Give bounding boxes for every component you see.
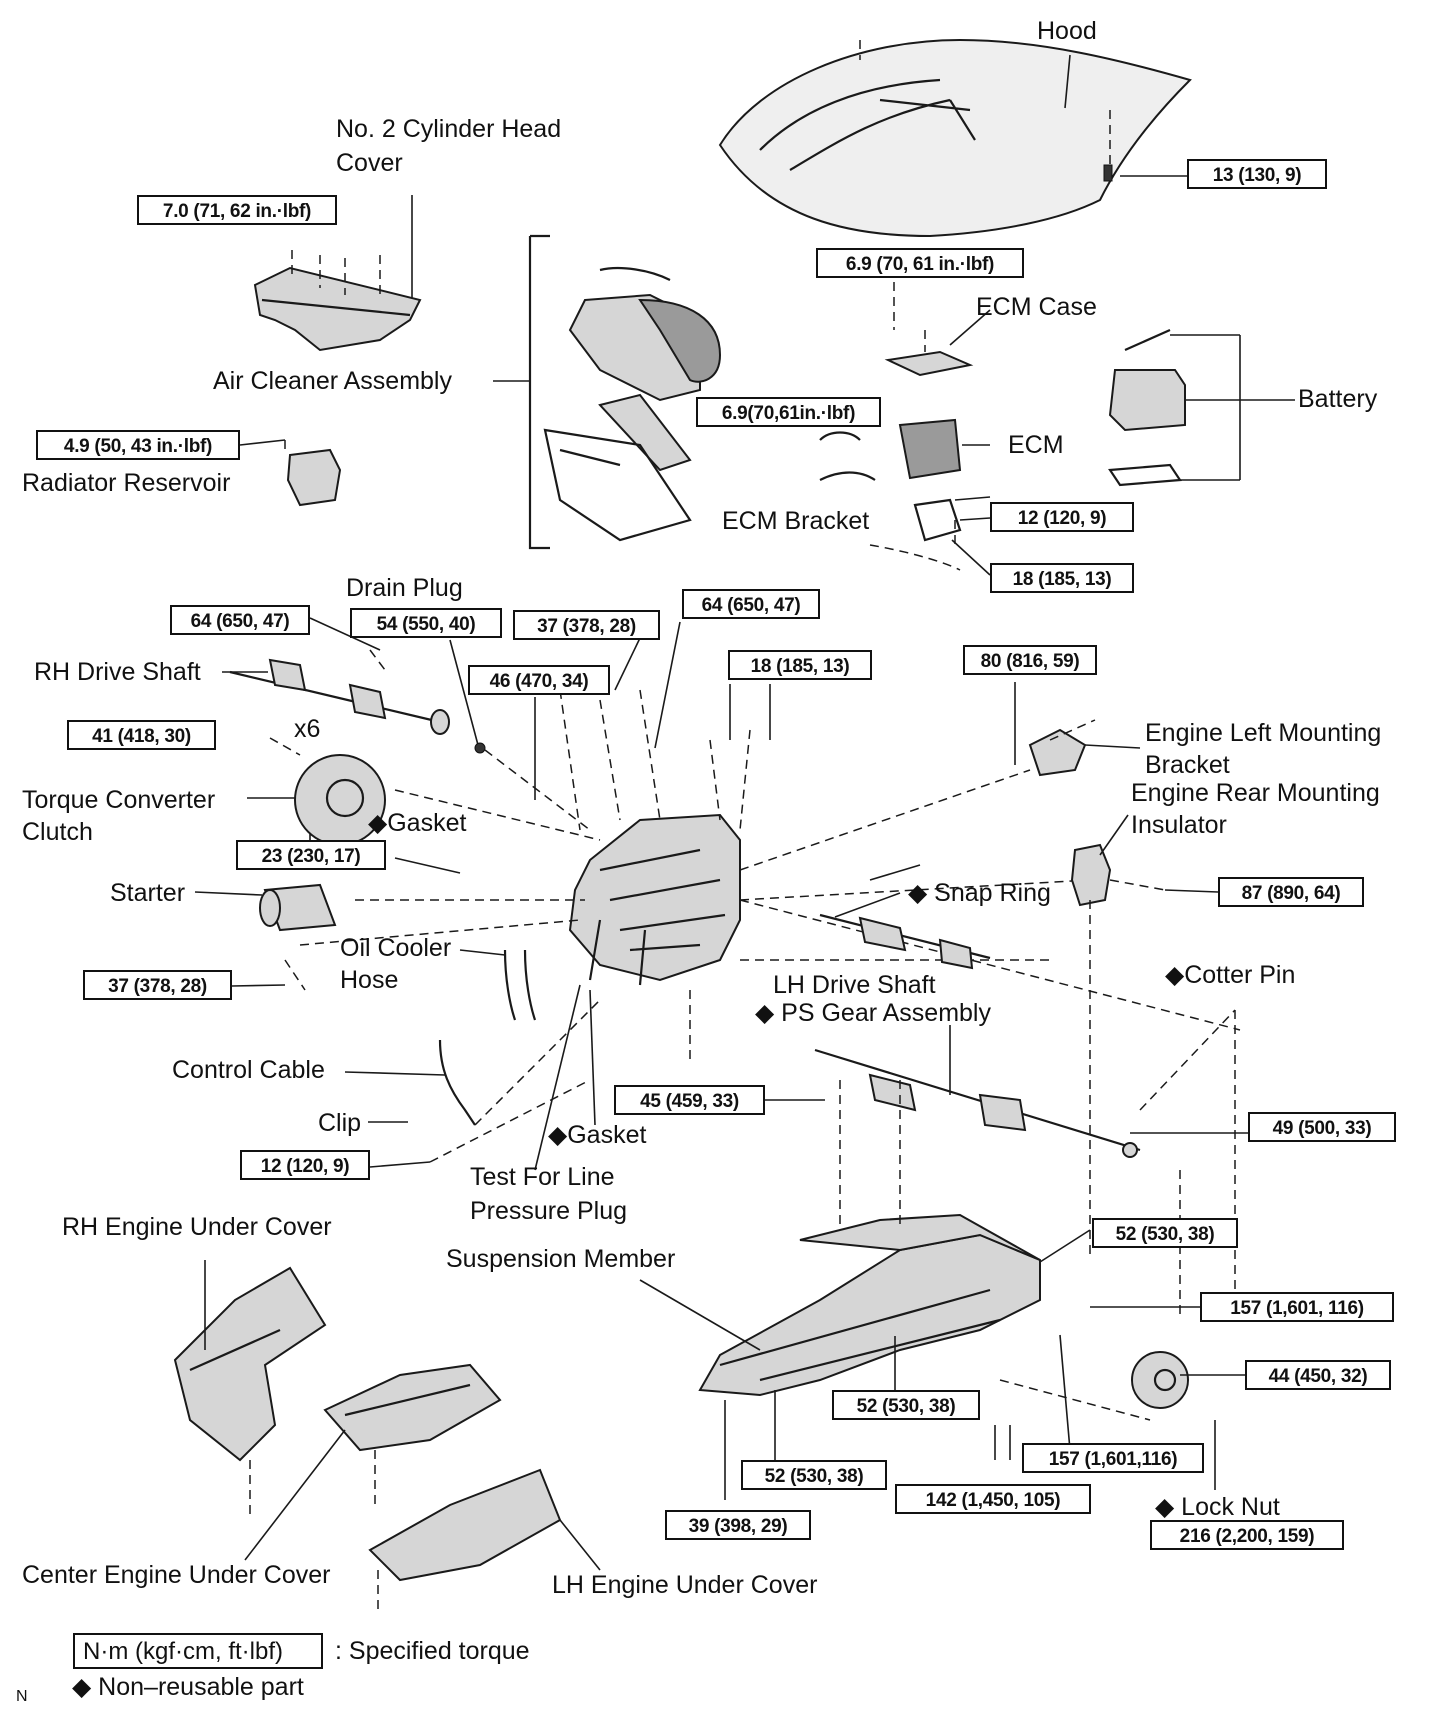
torque-converter-clutch-label: Torque Converter Clutch — [22, 786, 216, 846]
torque-45: 45 (459, 33) — [614, 1085, 765, 1115]
torque-49: 49 (500, 33) — [1248, 1112, 1396, 1142]
torque-157b: 157 (1,601,116) — [1022, 1443, 1204, 1473]
torque-142: 142 (1,450, 105) — [895, 1484, 1091, 1514]
ecm-bracket-label: ECM Bracket — [722, 507, 870, 535]
torque-ecm-bracket-18: 18 (185, 13) — [990, 563, 1134, 593]
gasket-label-2: ◆Gasket — [548, 1121, 647, 1149]
snap-ring-label: ◆ Snap Ring — [908, 879, 1051, 907]
torque-41: 41 (418, 30) — [67, 720, 216, 750]
no2-cylinder-head-cover-label: No. 2 Cylinder Head Cover — [336, 115, 562, 177]
lh-drive-shaft-label: LH Drive Shaft — [773, 971, 936, 999]
air-cleaner-assembly-label: Air Cleaner Assembly — [213, 367, 452, 395]
torque-80: 80 (816, 59) — [963, 645, 1097, 675]
torque-37b: 37 (378, 28) — [83, 970, 232, 1000]
radiator-reservoir-label: Radiator Reservoir — [22, 469, 231, 497]
engine-rear-mounting-insulator-label: Engine Rear Mounting Insulator — [1131, 779, 1380, 839]
legend-unit-text: : Specified torque — [335, 1637, 530, 1665]
control-cable-label: Control Cable — [172, 1056, 325, 1084]
oil-cooler-hose-label: Oil Cooler Hose — [340, 934, 452, 994]
gasket-label-1: ◆Gasket — [368, 809, 467, 837]
torque-ecm: 6.9(70,61in.·lbf) — [696, 397, 881, 427]
torque-ecm-case: 6.9 (70, 61 in.·lbf) — [816, 248, 1024, 278]
torque-52b: 52 (530, 38) — [832, 1390, 980, 1420]
lh-engine-under-cover-label: LH Engine Under Cover — [552, 1571, 818, 1599]
torque-216: 216 (2,200, 159) — [1150, 1520, 1344, 1550]
torque-drain-plug: 54 (550, 40) — [350, 608, 502, 638]
hood-label: Hood — [1037, 17, 1097, 45]
torque-23: 23 (230, 17) — [236, 840, 386, 870]
rh-drive-shaft-label: RH Drive Shaft — [34, 658, 201, 686]
ecm-case-label: ECM Case — [976, 293, 1097, 321]
center-engine-under-cover-label: Center Engine Under Cover — [22, 1561, 331, 1589]
rh-engine-under-cover-label: RH Engine Under Cover — [62, 1213, 332, 1241]
legend-nonreusable-text: ◆ Non–reusable part — [72, 1673, 304, 1701]
torque-ecm-bracket-12: 12 (120, 9) — [990, 502, 1134, 532]
torque-12: 12 (120, 9) — [240, 1150, 370, 1180]
drain-plug-label: Drain Plug — [346, 574, 463, 602]
x6-label: x6 — [294, 715, 321, 743]
engine-left-mounting-bracket-label: Engine Left Mounting Bracket — [1145, 719, 1382, 779]
battery-label: Battery — [1298, 385, 1378, 413]
torque-44: 44 (450, 32) — [1245, 1360, 1391, 1390]
test-for-line-pressure-plug-label: Test For Line Pressure Plug — [470, 1163, 628, 1225]
torque-no2-cylinder-head-cover: 7.0 (71, 62 in.·lbf) — [137, 195, 337, 225]
torque-46: 46 (470, 34) — [468, 665, 610, 695]
torque-rh-drive-shaft: 64 (650, 47) — [170, 605, 310, 635]
torque-18: 18 (185, 13) — [728, 650, 872, 680]
starter-label: Starter — [110, 879, 186, 907]
ecm-label: ECM — [1008, 431, 1064, 459]
torque-64b: 64 (650, 47) — [682, 589, 820, 619]
torque-52c: 52 (530, 38) — [741, 1460, 887, 1490]
hood-part — [718, 38, 1192, 238]
clip-label: Clip — [318, 1109, 362, 1137]
torque-157a: 157 (1,601, 116) — [1200, 1292, 1394, 1322]
cotter-pin-label: ◆Cotter Pin — [1165, 961, 1296, 989]
torque-87: 87 (890, 64) — [1218, 877, 1364, 907]
lock-nut-label: ◆ Lock Nut — [1155, 1493, 1280, 1521]
torque-39: 39 (398, 29) — [665, 1510, 811, 1540]
torque-radiator-reservoir: 4.9 (50, 43 in.·lbf) — [36, 430, 240, 460]
suspension-member-label: Suspension Member — [446, 1245, 676, 1273]
torque-52a: 52 (530, 38) — [1092, 1218, 1238, 1248]
corner-mark: N — [16, 1688, 28, 1705]
torque-hood: 13 (130, 9) — [1187, 159, 1327, 189]
torque-37a: 37 (378, 28) — [513, 610, 660, 640]
legend-unit-box: N·m (kgf·cm, ft·lbf) — [73, 1633, 323, 1669]
ps-gear-assembly-label: ◆ PS Gear Assembly — [755, 999, 991, 1027]
